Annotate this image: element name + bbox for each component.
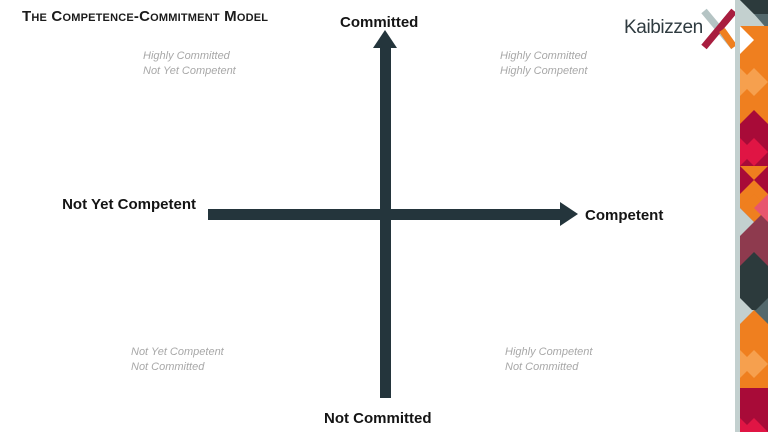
- axis-label-committed: Committed: [340, 14, 419, 31]
- quadrant-top-right-line1: Highly Committed: [500, 50, 587, 62]
- diamond-pattern-strip: [735, 0, 768, 432]
- quadrant-top-right-line2: Highly Competent: [500, 65, 588, 77]
- quadrant-top-right: Highly Committed Highly Competent: [500, 49, 587, 79]
- vertical-axis-line: [380, 46, 391, 398]
- arrow-right-icon: [560, 202, 578, 226]
- quadrant-top-left-line1: Highly Committed: [143, 50, 230, 62]
- quadrant-bottom-right-line1: Highly Competent: [505, 346, 593, 358]
- x-icon: [701, 8, 737, 50]
- brand-logo: Kaibizzen: [624, 8, 737, 50]
- axis-label-competent: Competent: [585, 207, 664, 224]
- axis-label-not-yet-competent: Not Yet Competent: [62, 196, 196, 213]
- quadrant-bottom-right: Highly Competent Not Committed: [505, 345, 592, 375]
- arrow-up-icon: [373, 30, 397, 48]
- quadrant-bottom-left-line1: Not Yet Competent: [131, 346, 224, 358]
- quadrant-bottom-left-line2: Not Committed: [131, 361, 205, 373]
- logo-wordmark: Kaibizzen: [624, 17, 703, 38]
- quadrant-bottom-right-line2: Not Committed: [505, 361, 579, 373]
- quadrant-top-left: Highly Committed Not Yet Competent: [143, 49, 236, 79]
- page-title: The Competence-Commitment Model: [22, 8, 269, 25]
- axis-label-not-committed: Not Committed: [324, 410, 432, 427]
- horizontal-axis-line: [208, 209, 563, 220]
- quadrant-top-left-line2: Not Yet Competent: [143, 65, 236, 77]
- quadrant-bottom-left: Not Yet Competent Not Committed: [131, 345, 224, 375]
